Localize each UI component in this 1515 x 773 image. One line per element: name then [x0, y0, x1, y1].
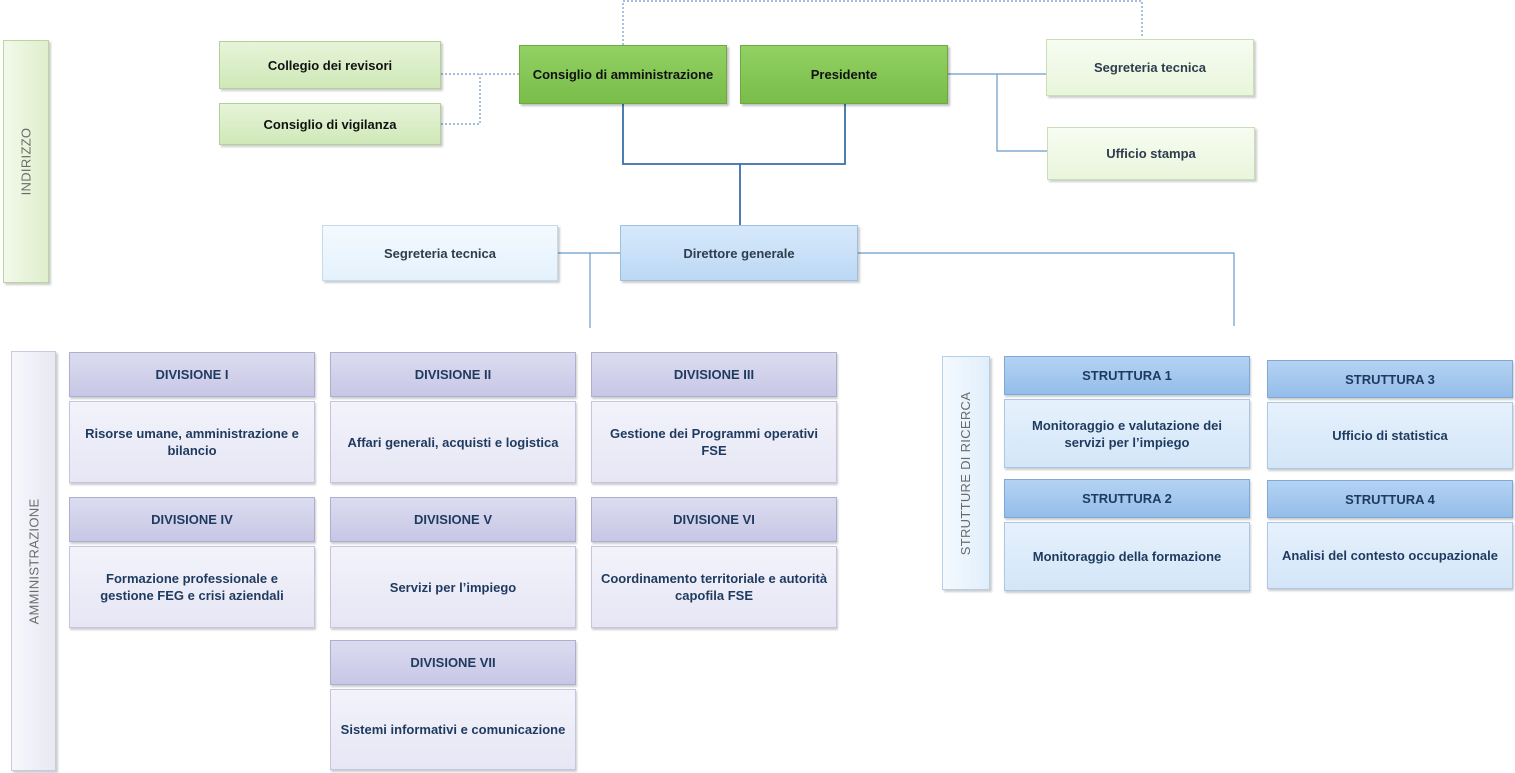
struttura-2-desc: Monitoraggio della formazione [1004, 522, 1250, 591]
struttura-4-header: STRUTTURA 4 [1267, 480, 1513, 518]
divisione-4-header: DIVISIONE IV [69, 497, 315, 542]
indirizzo-label-text: INDIRIZZO [18, 127, 34, 196]
indirizzo-label: INDIRIZZO [3, 40, 49, 283]
amministrazione-label-text: AMMINISTRAZIONE [26, 498, 41, 624]
segreteria-tecnica-presidente-box: Segreteria tecnica [1046, 39, 1254, 96]
consiglio-vigilanza-box: Consiglio di vigilanza [219, 103, 441, 145]
divisione-6-header: DIVISIONE VI [591, 497, 837, 542]
divisione-7-desc: Sistemi informativi e comunicazione [330, 689, 576, 770]
strutture-ricerca-label-text: STRUTTURE DI RICERCA [958, 391, 974, 555]
strutture-ricerca-label: STRUTTURE DI RICERCA [942, 356, 990, 590]
dotted-link-top [622, 0, 1143, 45]
link-ufficio-stampa [996, 74, 1047, 152]
amministrazione-label: AMMINISTRAZIONE [11, 351, 56, 771]
ufficio-stampa-box: Ufficio stampa [1047, 127, 1255, 180]
struttura-1-header: STRUTTURA 1 [1004, 356, 1250, 395]
divisione-1-header: DIVISIONE I [69, 352, 315, 397]
struttura-3-desc: Ufficio di statistica [1267, 402, 1513, 469]
divisione-3-desc: Gestione dei Programmi operativi FSE [591, 401, 837, 483]
divisione-3-header: DIVISIONE III [591, 352, 837, 397]
divisione-2-desc: Affari generali, acquisti e logistica [330, 401, 576, 483]
struttura-3-header: STRUTTURA 3 [1267, 360, 1513, 398]
segreteria-tecnica-dg-box: Segreteria tecnica [322, 225, 558, 281]
divisione-1-desc: Risorse umane, amministrazione e bilanci… [69, 401, 315, 483]
struttura-4-desc: Analisi del contesto occupazionale [1267, 522, 1513, 589]
struttura-1-desc: Monitoraggio e valutazione dei servizi p… [1004, 399, 1250, 468]
consiglio-amministrazione-box: Consiglio di amministrazione [519, 45, 727, 104]
divisione-5-desc: Servizi per l’impiego [330, 546, 576, 628]
collegio-revisori-box: Collegio dei revisori [219, 41, 441, 89]
divisione-5-header: DIVISIONE V [330, 497, 576, 542]
divisione-4-desc: Formazione professionale e gestione FEG … [69, 546, 315, 628]
presidente-box: Presidente [740, 45, 948, 104]
struttura-2-header: STRUTTURA 2 [1004, 479, 1250, 518]
divisione-2-header: DIVISIONE II [330, 352, 576, 397]
link-strutture [858, 252, 1235, 326]
dotted-link-vigilanza [441, 74, 481, 125]
direttore-generale-box: Direttore generale [620, 225, 858, 281]
divisione-7-header: DIVISIONE VII [330, 640, 576, 685]
link-cda-presidente [622, 104, 846, 165]
divisione-6-desc: Coordinamento territoriale e autorità ca… [591, 546, 837, 628]
